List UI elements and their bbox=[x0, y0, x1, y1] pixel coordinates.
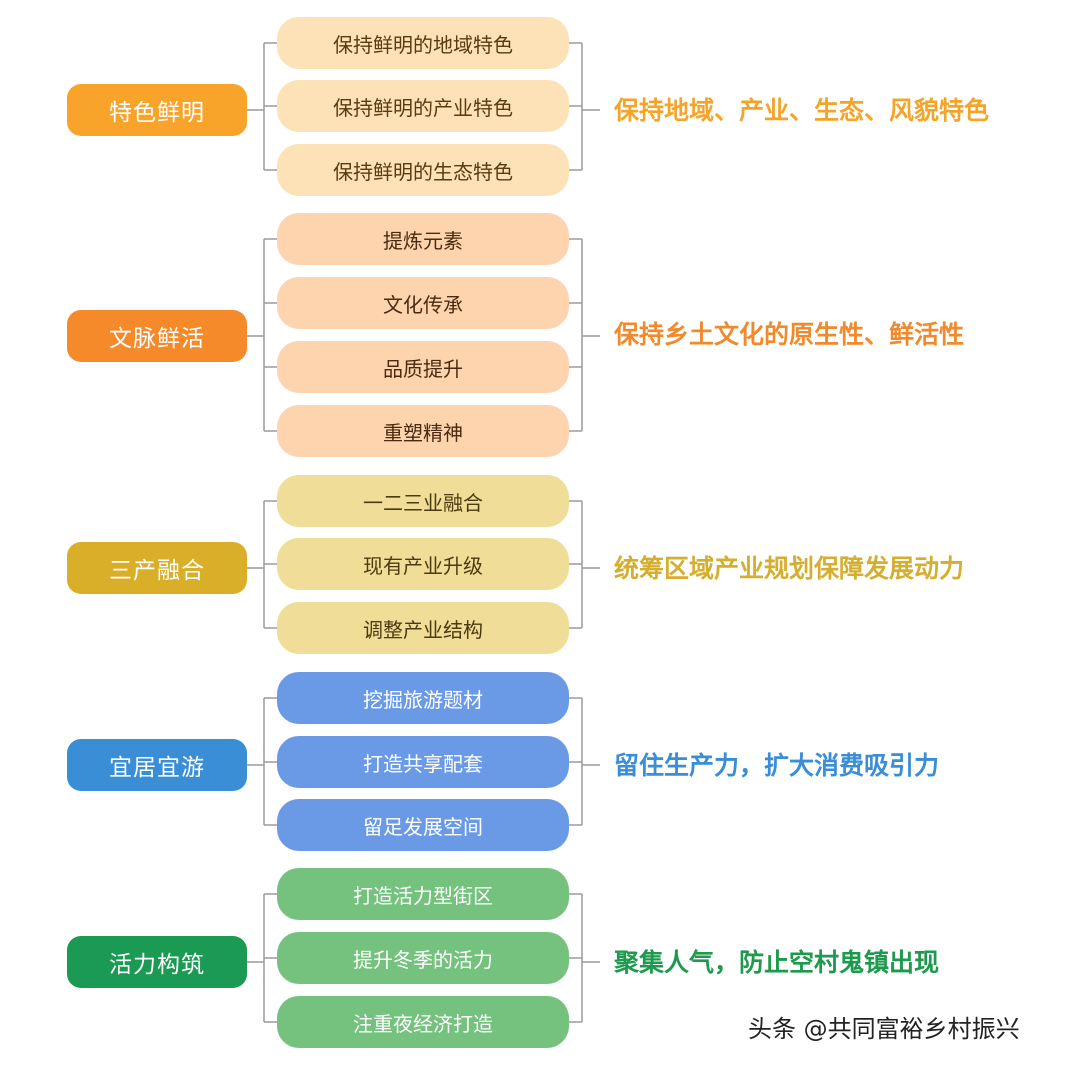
category-node: 活力构筑 bbox=[67, 936, 247, 988]
item-node: 注重夜经济打造 bbox=[277, 996, 569, 1048]
item-node: 保持鲜明的产业特色 bbox=[277, 80, 569, 132]
item-node: 文化传承 bbox=[277, 277, 569, 329]
summary-text: 统筹区域产业规划保障发展动力 bbox=[614, 554, 965, 583]
category-node: 三产融合 bbox=[67, 542, 247, 594]
category-node: 宜居宜游 bbox=[67, 739, 247, 791]
summary-text: 聚集人气，防止空村鬼镇出现 bbox=[614, 948, 940, 977]
item-node: 保持鲜明的地域特色 bbox=[277, 17, 569, 69]
item-node: 重塑精神 bbox=[277, 405, 569, 457]
item-node: 提炼元素 bbox=[277, 213, 569, 265]
summary-text: 保持乡土文化的原生性、鲜活性 bbox=[614, 320, 965, 349]
watermark: 头条 @共同富裕乡村振兴 bbox=[748, 1014, 1020, 1043]
item-node: 调整产业结构 bbox=[277, 602, 569, 654]
item-node: 打造共享配套 bbox=[277, 736, 569, 788]
item-node: 保持鲜明的生态特色 bbox=[277, 144, 569, 196]
summary-text: 留住生产力，扩大消费吸引力 bbox=[614, 751, 940, 780]
item-node: 现有产业升级 bbox=[277, 538, 569, 590]
item-node: 留足发展空间 bbox=[277, 799, 569, 851]
category-node: 文脉鲜活 bbox=[67, 310, 247, 362]
item-node: 品质提升 bbox=[277, 341, 569, 393]
category-node: 特色鲜明 bbox=[67, 84, 247, 136]
item-node: 挖掘旅游题材 bbox=[277, 672, 569, 724]
item-node: 提升冬季的活力 bbox=[277, 932, 569, 984]
item-node: 打造活力型街区 bbox=[277, 868, 569, 920]
item-node: 一二三业融合 bbox=[277, 475, 569, 527]
summary-text: 保持地域、产业、生态、风貌特色 bbox=[614, 96, 990, 125]
